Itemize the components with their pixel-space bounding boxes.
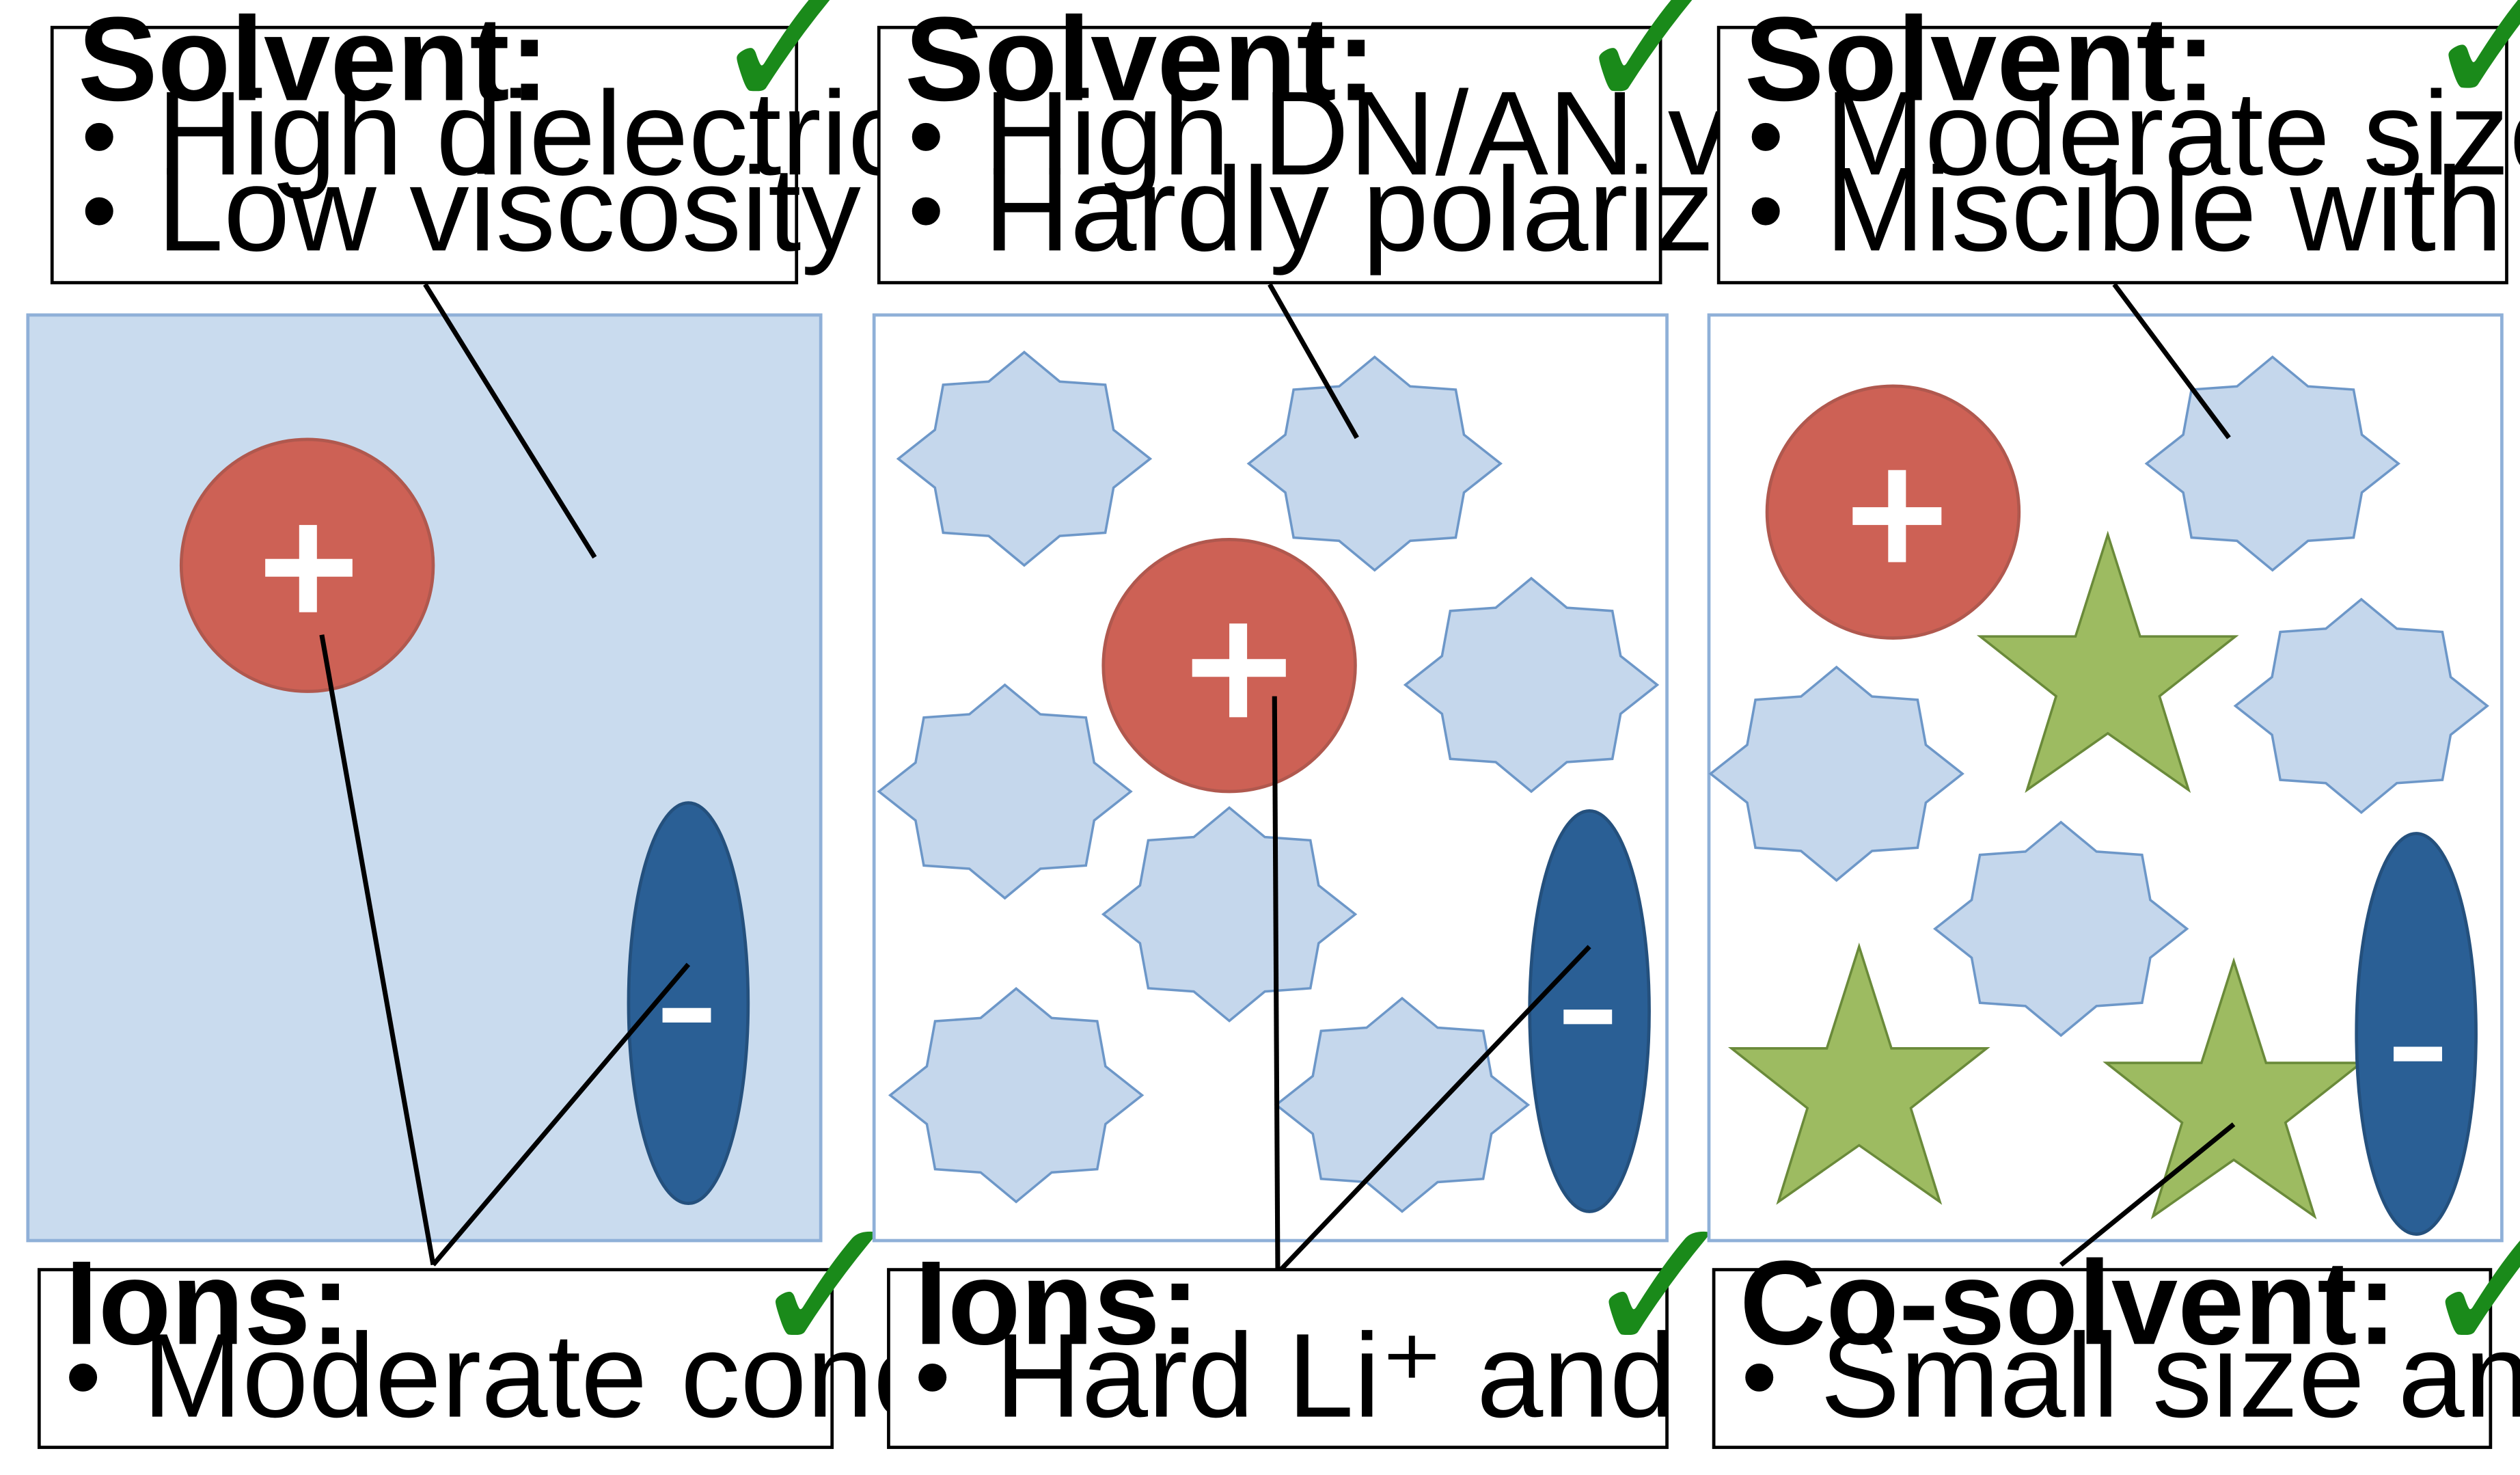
connector-lines — [1268, 283, 1591, 1275]
anion — [2355, 832, 2478, 1236]
bullet-icon: • — [914, 1319, 950, 1435]
bullet-icon: • — [1741, 1319, 1777, 1435]
box-title: Solvent: — [1744, 0, 2216, 126]
bullet-icon: • — [1748, 79, 1784, 194]
bullet-icon: • — [65, 1319, 101, 1435]
panel-3: Solvent: • Moderate size • Miscible with… — [1707, 0, 2520, 1449]
box-item: Moderate size — [1825, 67, 2520, 200]
box-title: Ions: — [914, 1236, 1200, 1370]
box-title: Ions: — [65, 1236, 351, 1370]
anion — [627, 801, 750, 1206]
cation — [179, 437, 435, 693]
cation — [1101, 537, 1357, 794]
box-item: Small size and miscible — [1820, 1310, 2520, 1443]
bullet-icon: • — [81, 79, 118, 194]
bullet-icon: • — [81, 152, 118, 268]
bullet-icon: • — [908, 79, 944, 194]
check-mark-icon: ✓ — [2420, 0, 2520, 148]
check-mark-icon: ✓ — [2416, 1178, 2520, 1395]
cation — [1765, 384, 2021, 640]
box-title: Co-solvent: — [1740, 1236, 2397, 1370]
check-mark-icon: ✓ — [708, 0, 871, 152]
connector-lines — [2059, 282, 2236, 1267]
connector-lines — [319, 283, 691, 1267]
box-title: Solvent: — [905, 0, 1376, 126]
anion — [1528, 809, 1651, 1213]
bullet-icon: • — [908, 152, 944, 268]
box-item: Miscible with co-solvent — [1825, 143, 2520, 276]
panel-1: Solvent: • High dielectric constant • Lo… — [26, 0, 1457, 1449]
bullet-icon: • — [1748, 152, 1784, 268]
box-title: Solvent: — [78, 0, 549, 126]
panel-3-top-box: Solvent: • Moderate size • Miscible with… — [1716, 0, 2520, 284]
check-mark-icon: ✓ — [1570, 0, 1733, 152]
box-item: Low viscosity — [157, 143, 862, 276]
panel-3-bottom-box: Co-solvent: • Small size and miscible ✓ — [1712, 1178, 2520, 1449]
